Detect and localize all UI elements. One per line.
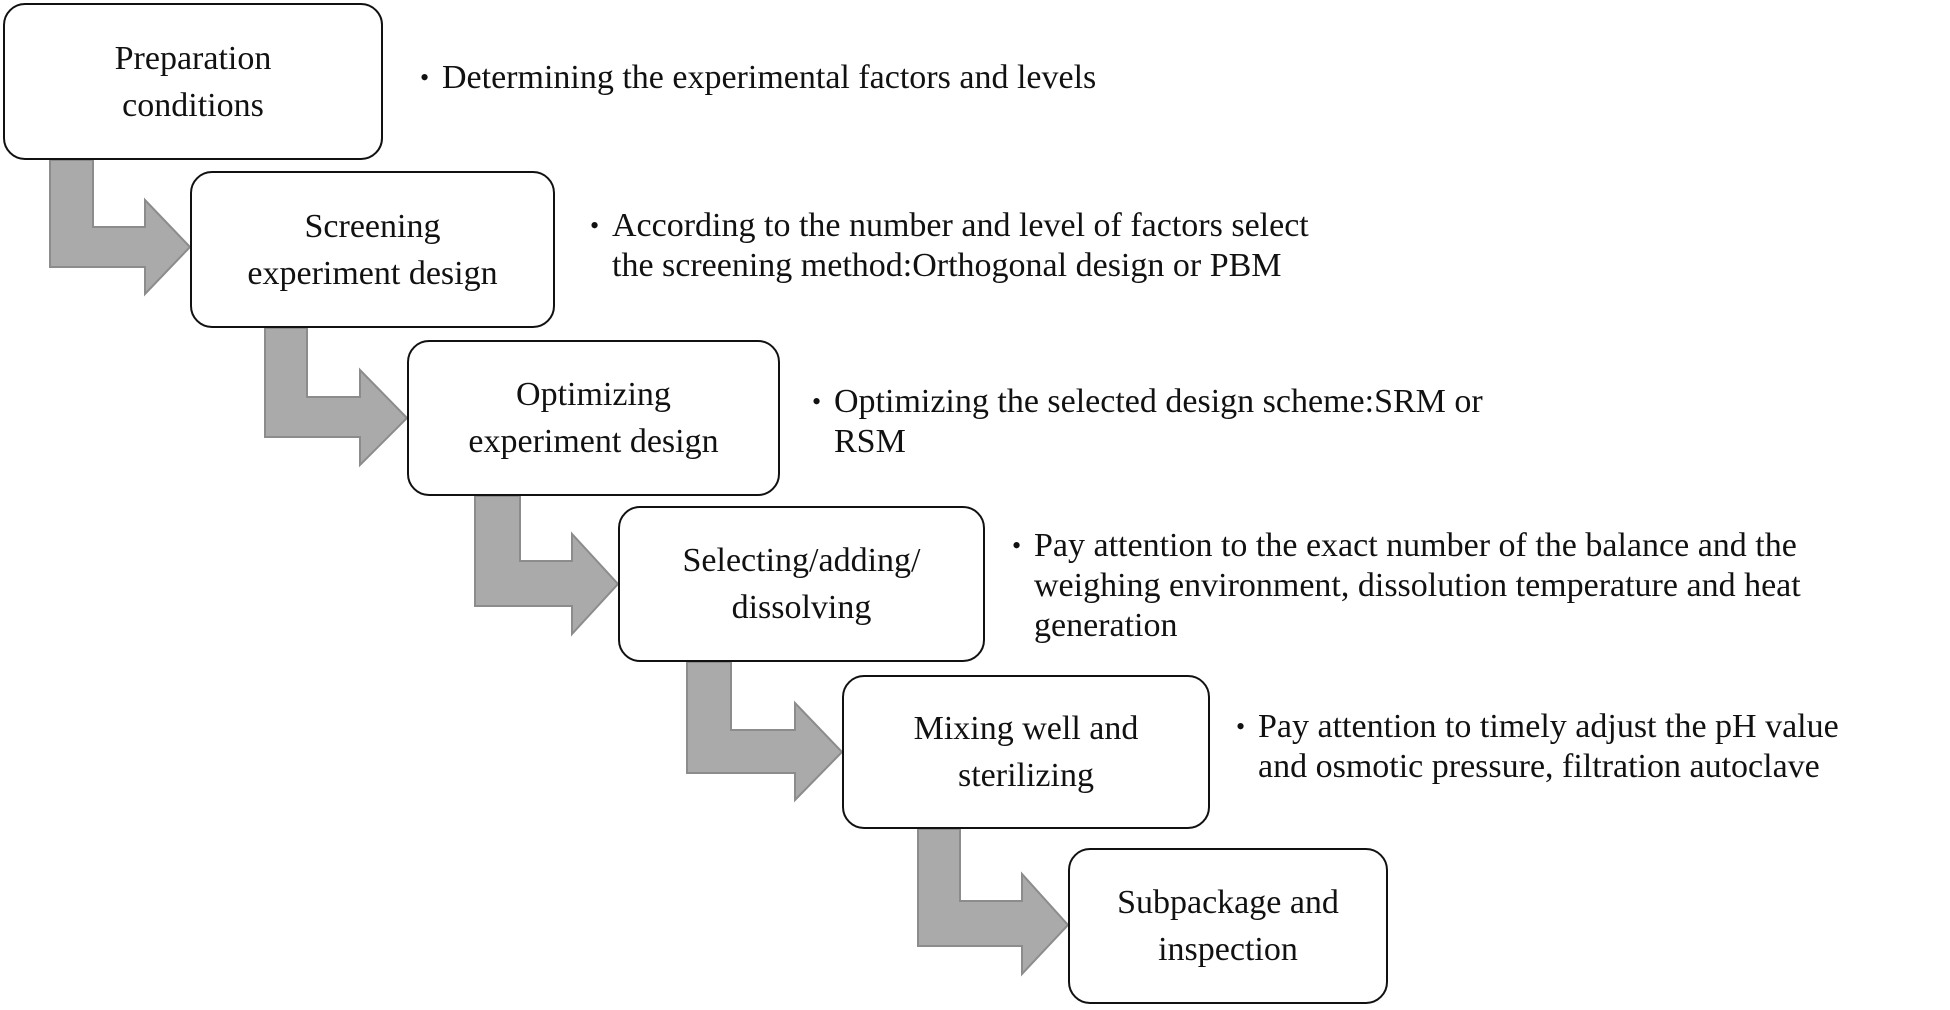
arrow-5-to-6 [917, 828, 1070, 977]
arrow-4-to-5 [686, 661, 844, 803]
note-text: Optimizing the selected design scheme:SR… [834, 383, 1483, 460]
step-box-selecting-adding-dissolving: Selecting/adding/ dissolving [618, 506, 985, 662]
step-label: Selecting/adding/ dissolving [682, 542, 921, 626]
bullet-marker: • [420, 63, 430, 92]
step-box-optimizing-experiment-design: Optimizing experiment design [407, 340, 780, 496]
step-label: Screening experiment design [247, 207, 498, 292]
step-note-screening: • According to the number and level of f… [590, 206, 1309, 286]
step-note-preparation: • Determining the experimental factors a… [420, 58, 1096, 98]
bullet-marker: • [590, 211, 600, 240]
arrow-3-to-4 [474, 495, 620, 637]
step-note-selecting: • Pay attention to the exact number of t… [1012, 526, 1801, 646]
arrow-1-to-2 [49, 159, 192, 297]
bullet-marker: • [812, 387, 822, 416]
step-note-mixing: • Pay attention to timely adjust the pH … [1236, 707, 1839, 787]
note-text: Pay attention to the exact number of the… [1034, 527, 1801, 644]
bullet-marker: • [1012, 531, 1022, 560]
arrow-2-to-3 [264, 327, 409, 468]
note-text: According to the number and level of fac… [612, 207, 1309, 284]
note-text: Determining the experimental factors and… [442, 59, 1097, 96]
step-label: Mixing well and sterilizing [913, 710, 1139, 794]
step-box-screening-experiment-design: Screening experiment design [190, 171, 555, 328]
note-text: Pay attention to timely adjust the pH va… [1258, 708, 1839, 785]
step-label: Optimizing experiment design [468, 376, 719, 460]
step-box-preparation-conditions: Preparation conditions [3, 3, 383, 160]
step-box-subpackage-inspection: Subpackage and inspection [1068, 848, 1388, 1004]
step-note-optimizing: • Optimizing the selected design scheme:… [812, 382, 1483, 462]
bullet-marker: • [1236, 712, 1246, 741]
step-label: Subpackage and inspection [1117, 884, 1339, 968]
step-box-mixing-sterilizing: Mixing well and sterilizing [842, 675, 1210, 829]
step-label: Preparation conditions [114, 39, 272, 124]
